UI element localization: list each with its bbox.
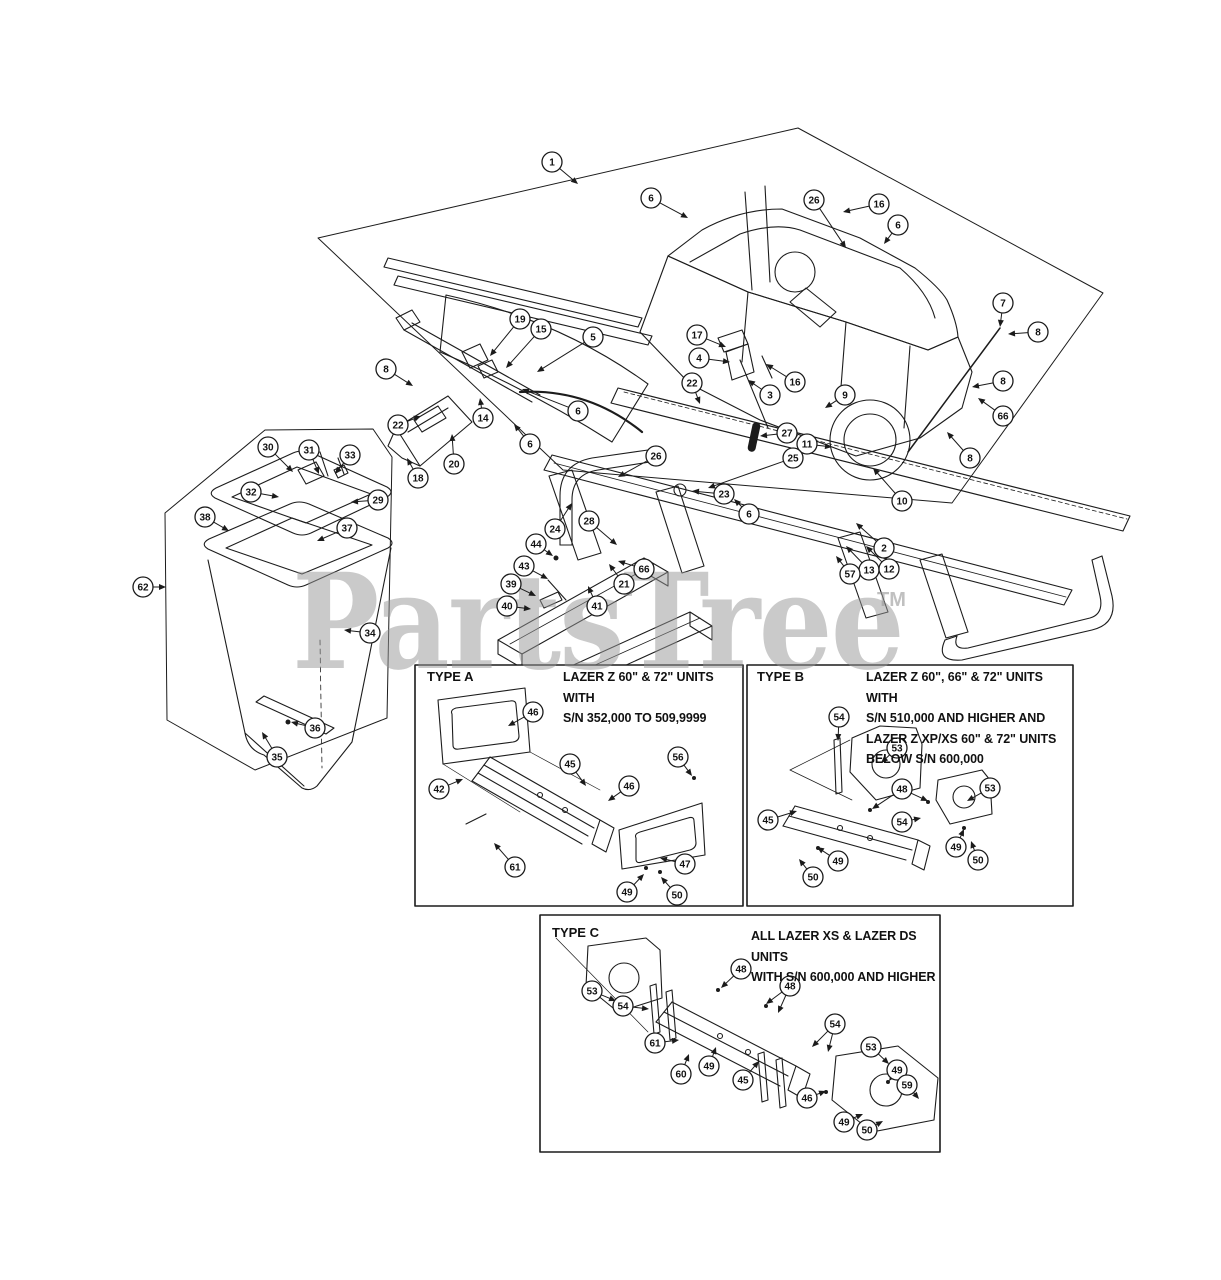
hopper-body (639, 255, 1001, 481)
type-a-desc: LAZER Z 60" & 72" UNITS WITH S/N 352,000… (563, 667, 748, 729)
type-b-desc-line: BELOW S/N 600,000 (866, 752, 984, 766)
type-a-desc-line: LAZER Z 60" & 72" UNITS WITH (563, 670, 714, 705)
hopper-top-cover (667, 185, 959, 351)
type-c-inset (539, 914, 941, 1153)
type-b-desc-line: LAZER Z XP/XS 60" & 72" UNITS (866, 731, 1057, 746)
type-c-desc-line: WITH S/N 600,000 AND HIGHER (751, 970, 936, 984)
type-a-desc-line: S/N 352,000 TO 509,9999 (563, 711, 707, 725)
type-c-desc-line: ALL LAZER XS & LAZER DS UNITS (751, 929, 917, 964)
type-c-desc: ALL LAZER XS & LAZER DS UNITS WITH S/N 6… (751, 926, 941, 988)
deflector-and-tubes (383, 257, 653, 467)
frame-rails (543, 329, 1131, 639)
bucket-assembly (203, 450, 393, 791)
type-b-label: TYPE B (757, 669, 804, 684)
type-b-desc-line: LAZER Z 60", 66" & 72" UNITS WITH (866, 670, 1043, 705)
type-b-desc: LAZER Z 60", 66" & 72" UNITS WITH S/N 51… (866, 667, 1066, 770)
type-c-label: TYPE C (552, 925, 599, 940)
type-a-label: TYPE A (427, 669, 474, 684)
type-b-desc-line: S/N 510,000 AND HIGHER AND (866, 711, 1046, 725)
